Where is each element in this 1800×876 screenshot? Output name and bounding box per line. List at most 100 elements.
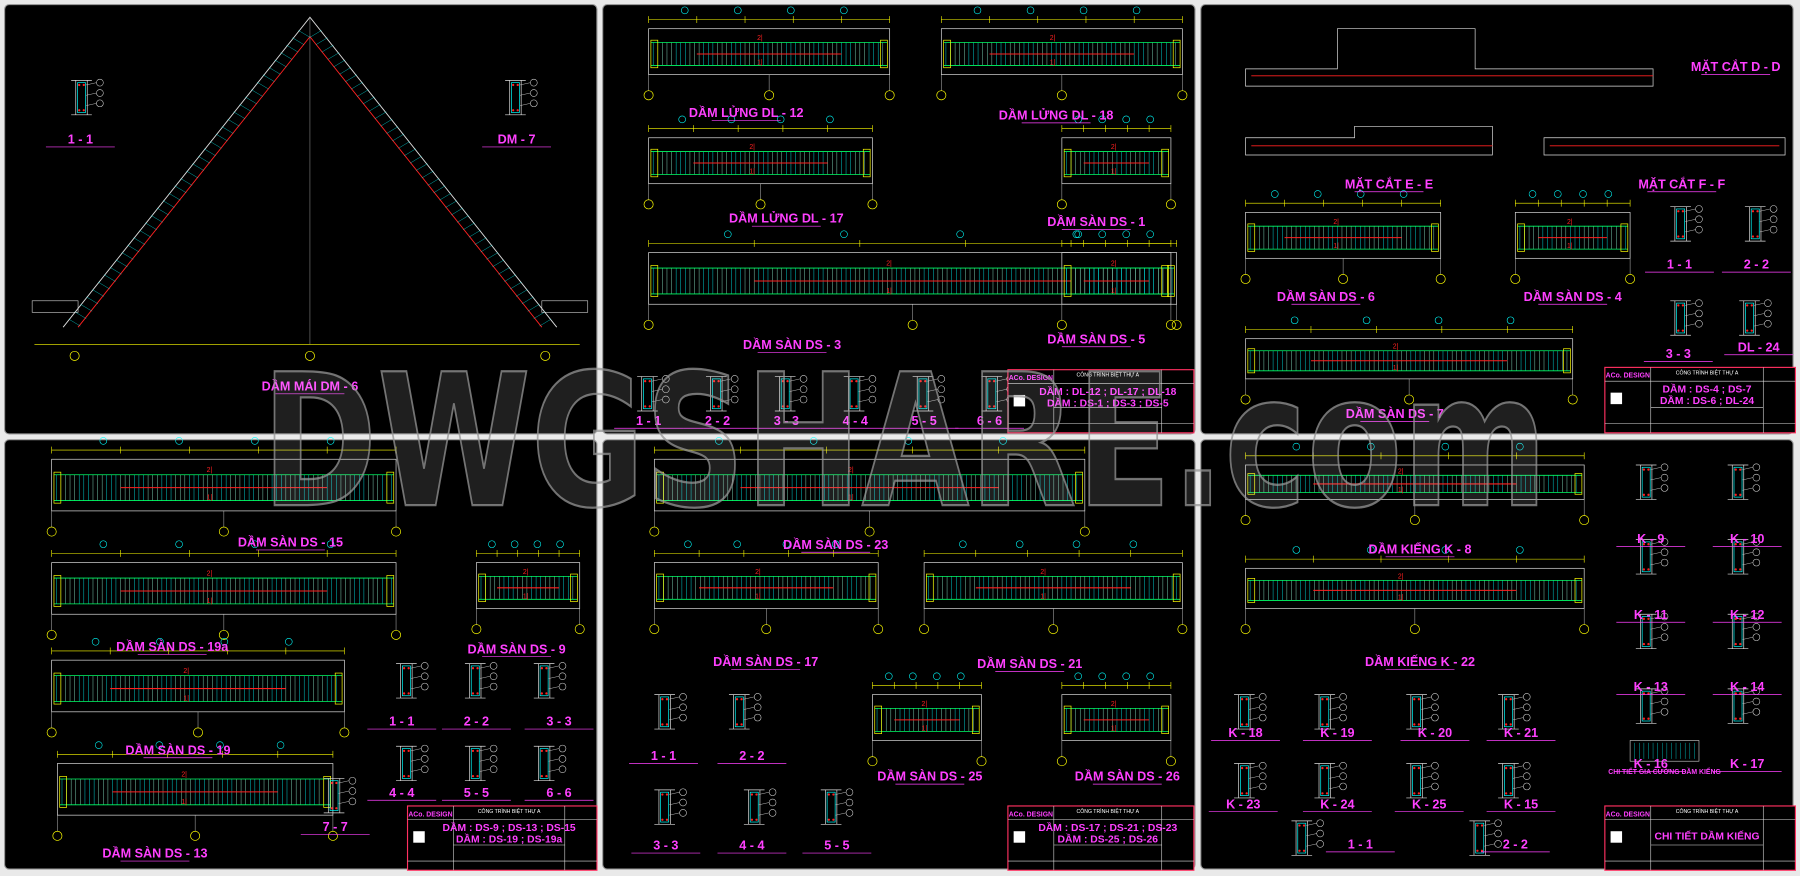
callout-circle — [1660, 612, 1669, 621]
rebar-dot — [1240, 792, 1244, 795]
rebar-dot — [648, 380, 651, 383]
beam-cross-section — [705, 375, 739, 412]
beam-cross-section — [71, 78, 104, 116]
company-logo — [1013, 831, 1026, 843]
callout-circle — [1316, 819, 1324, 827]
rebar-callout — [1290, 316, 1299, 325]
leader-line — [1329, 775, 1340, 779]
column-section — [926, 573, 934, 602]
leader-line — [1329, 765, 1340, 769]
rebar-callout — [1074, 672, 1082, 680]
section-outline — [1234, 694, 1255, 730]
rebar-callout — [1271, 190, 1279, 198]
rebar-dot — [1413, 792, 1416, 795]
callout-circle — [421, 672, 429, 680]
leader-line — [1742, 477, 1753, 481]
drawing-label: 1 - 1 — [636, 414, 661, 428]
beam-cross-section — [1406, 762, 1439, 799]
stirrup — [77, 82, 86, 113]
callout-circle — [937, 395, 946, 404]
rebar-callout — [684, 540, 692, 548]
section-outline — [1635, 464, 1657, 500]
column-section — [1563, 348, 1571, 374]
callout-circle — [1523, 713, 1531, 722]
rebar-dot — [471, 667, 475, 670]
axis-marker — [46, 526, 57, 537]
rebar-number: 2| — [1050, 35, 1056, 42]
axis-marker — [867, 756, 878, 767]
detail-caption: CHI TIẾT GIA CƯỜNG DẦM KIẾNG — [1608, 766, 1721, 776]
leader-line — [1650, 477, 1662, 481]
callout-circle — [96, 89, 104, 97]
stirrup — [315, 37, 328, 45]
stirrup — [74, 311, 87, 319]
leader-line — [720, 399, 732, 403]
stirrup — [257, 82, 269, 90]
rebar-number: 1| — [886, 288, 892, 295]
beam-cross-section — [1635, 687, 1669, 724]
section-outline — [981, 376, 1003, 412]
stirrup — [68, 319, 81, 327]
rebar-dot — [827, 793, 830, 796]
section-outline — [912, 376, 934, 412]
leader-line — [669, 707, 680, 710]
drawing-label: DẦM SÀN DS - 9 — [468, 641, 566, 656]
stirrup — [292, 37, 305, 45]
column-section — [1161, 148, 1169, 178]
leader-line — [86, 92, 97, 96]
beam-elevation: 2|1| — [649, 540, 884, 635]
rebar-callout — [727, 115, 736, 124]
drawing-label: DẦM LỬNG DL - 18 — [999, 107, 1114, 122]
rebar-callout — [1367, 546, 1375, 554]
callout-circle — [1339, 693, 1347, 701]
stirrup — [221, 126, 234, 134]
brand-name: ACo. DESIGN — [1009, 811, 1053, 818]
callout-circle — [1339, 762, 1347, 770]
column-section — [1063, 148, 1072, 178]
leader-line — [519, 103, 531, 106]
rebar-callout — [155, 741, 164, 749]
drawing-label: 5 - 5 — [824, 839, 849, 853]
stirrup — [1641, 690, 1651, 722]
leader-line — [1685, 323, 1696, 327]
beam-outline — [872, 694, 982, 741]
drawing-label: 5 - 5 — [464, 786, 489, 800]
column-section — [650, 39, 659, 69]
section-outline — [1727, 464, 1749, 500]
rebar-dot — [1647, 642, 1650, 646]
rebar-number: 1| — [1398, 487, 1404, 494]
section-outline — [396, 663, 417, 699]
beam-elevation: 2|1| — [867, 672, 987, 767]
beam-cross-section — [505, 78, 538, 116]
axis-marker — [643, 199, 654, 210]
column-section — [53, 471, 62, 504]
column-section — [478, 573, 486, 602]
drawing-label: 3 - 3 — [546, 715, 571, 729]
rebar-dot — [540, 774, 543, 778]
rebar-dot — [832, 793, 835, 796]
beam-cross-section — [1498, 762, 1531, 799]
section-outline — [1670, 300, 1691, 336]
rebar-dot — [1321, 698, 1324, 701]
leader-line — [1329, 786, 1340, 789]
drawing-label: MẶT CẮT E - E — [1345, 176, 1433, 191]
axis-marker — [873, 624, 884, 635]
leader-line — [1742, 562, 1753, 566]
stirrup — [510, 281, 522, 290]
callout-circle — [421, 765, 429, 773]
beam-cross-section — [1670, 299, 1703, 336]
rebar-dot — [644, 405, 647, 408]
rebar-number: 2| — [1111, 701, 1117, 708]
callout-circle — [1339, 782, 1347, 791]
stirrup — [98, 281, 110, 290]
callout-circle — [421, 662, 429, 670]
rebar-callout — [91, 638, 100, 646]
leader-line — [1329, 696, 1340, 700]
rebar-number: 2| — [181, 771, 187, 778]
leader-line — [86, 103, 97, 106]
drawing-label: DẦM SÀN DS - 7 — [1346, 406, 1444, 421]
rebar-callout — [1072, 540, 1081, 548]
section-outline — [396, 745, 417, 782]
beam-cross-section — [774, 375, 808, 412]
rebar-dot — [1509, 766, 1512, 770]
